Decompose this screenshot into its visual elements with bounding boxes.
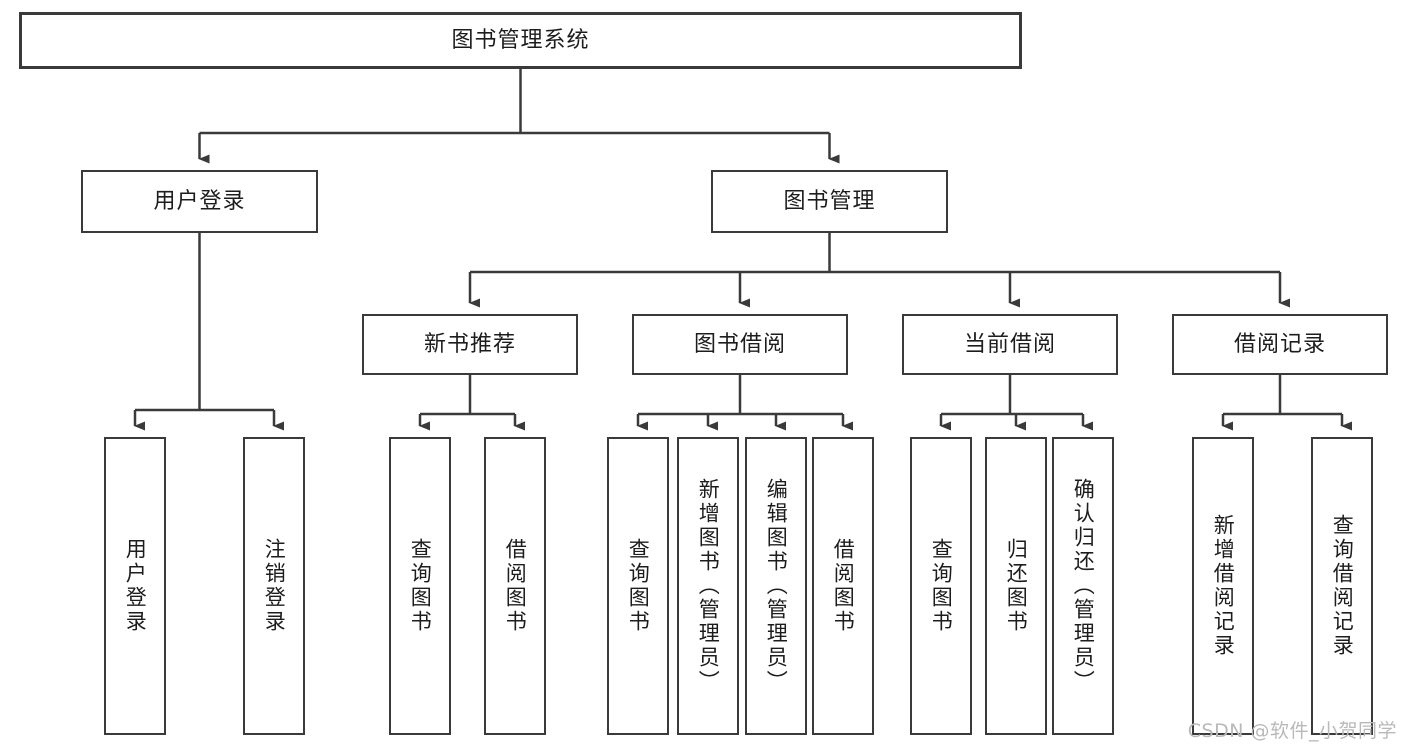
node-leaf-edit-book[interactable]: 编辑图书（管理员）	[745, 437, 807, 735]
node-book-manage-label: 图书管理	[783, 188, 876, 214]
node-root-label: 图书管理系统	[451, 27, 590, 53]
node-leaf-borrow-book-2-label: 借阅图书	[831, 538, 856, 634]
node-book-manage[interactable]: 图书管理	[711, 170, 948, 233]
watermark: CSDN @软件_小贺同学	[1187, 720, 1397, 742]
node-leaf-add-book-label: 新增图书（管理员）	[696, 478, 721, 694]
node-leaf-logout-login-label: 注销登录	[262, 538, 287, 634]
node-borrow-record[interactable]: 借阅记录	[1172, 314, 1388, 375]
node-leaf-add-book[interactable]: 新增图书（管理员）	[677, 437, 739, 735]
node-leaf-query-book-1[interactable]: 查询图书	[389, 437, 451, 735]
node-leaf-query-book-2[interactable]: 查询图书	[607, 437, 669, 735]
node-leaf-add-record-label: 新增借阅记录	[1211, 514, 1236, 658]
node-leaf-confirm-return-label: 确认归还（管理员）	[1071, 478, 1096, 694]
node-current-borrow-label: 当前借阅	[963, 331, 1056, 357]
node-user-login[interactable]: 用户登录	[81, 170, 318, 233]
node-leaf-query-book-1-label: 查询图书	[408, 538, 433, 634]
node-leaf-query-book-3[interactable]: 查询图书	[910, 437, 972, 735]
node-leaf-logout-login[interactable]: 注销登录	[243, 437, 305, 735]
node-leaf-query-record[interactable]: 查询借阅记录	[1311, 437, 1373, 735]
node-leaf-query-book-2-label: 查询图书	[626, 538, 651, 634]
node-book-borrow[interactable]: 图书借阅	[632, 314, 848, 375]
node-leaf-return-book-label: 归还图书	[1004, 538, 1029, 634]
node-user-login-label: 用户登录	[153, 188, 246, 214]
node-current-borrow[interactable]: 当前借阅	[902, 314, 1118, 375]
node-root[interactable]: 图书管理系统	[19, 12, 1022, 69]
node-leaf-confirm-return[interactable]: 确认归还（管理员）	[1052, 437, 1114, 735]
node-leaf-return-book[interactable]: 归还图书	[985, 437, 1047, 735]
node-leaf-user-login-label: 用户登录	[123, 538, 148, 634]
node-leaf-borrow-book-1[interactable]: 借阅图书	[484, 437, 546, 735]
node-leaf-borrow-book-1-label: 借阅图书	[503, 538, 528, 634]
node-book-borrow-label: 图书借阅	[693, 331, 786, 357]
node-leaf-borrow-book-2[interactable]: 借阅图书	[812, 437, 874, 735]
node-leaf-query-book-3-label: 查询图书	[929, 538, 954, 634]
node-leaf-query-record-label: 查询借阅记录	[1330, 514, 1355, 658]
node-borrow-record-label: 借阅记录	[1233, 331, 1326, 357]
node-leaf-user-login[interactable]: 用户登录	[104, 437, 166, 735]
node-new-book-recommend-label: 新书推荐	[423, 331, 516, 357]
node-leaf-edit-book-label: 编辑图书（管理员）	[764, 478, 789, 694]
node-new-book-recommend[interactable]: 新书推荐	[362, 314, 578, 375]
node-leaf-add-record[interactable]: 新增借阅记录	[1192, 437, 1254, 735]
